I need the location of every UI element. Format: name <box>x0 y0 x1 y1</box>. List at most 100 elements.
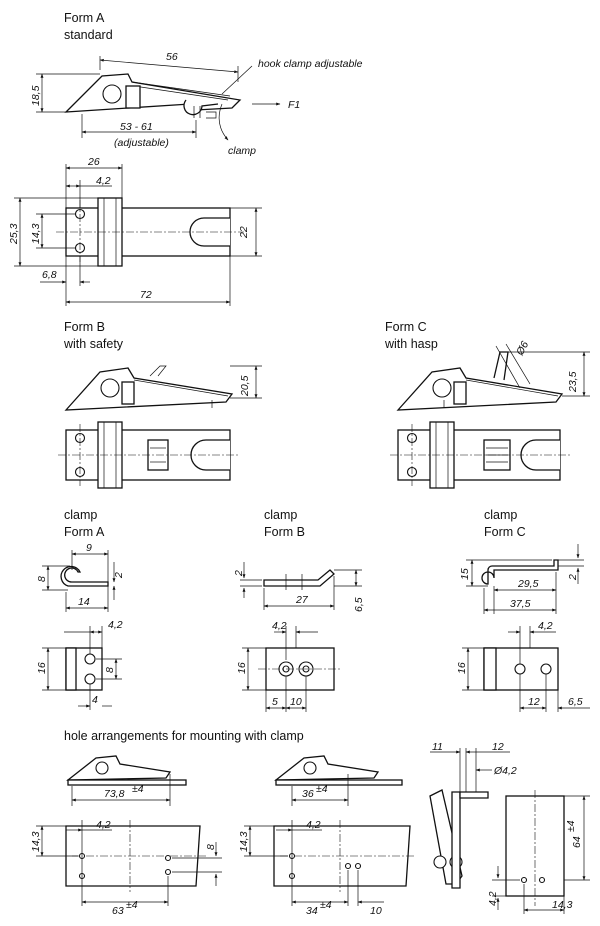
clamp-b-top: 4,2 16 5 10 <box>236 620 342 712</box>
dim-m2-34-tol: ±4 <box>320 899 332 911</box>
dim-a-56-label: 56 <box>166 51 178 63</box>
dim-c-d6-label: Ø6 <box>514 339 532 358</box>
form-a-top-view <box>56 197 244 267</box>
mount-3-plate: 64 ±4 4,2 14,3 <box>487 790 590 914</box>
dim-a-22: 22 <box>238 226 250 239</box>
clamp-c-top: 4,2 16 12 6,5 <box>456 620 590 712</box>
dim-cc-65: 6,5 <box>568 696 583 708</box>
dim-m2-42: 4,2 <box>306 819 321 831</box>
dim-m1-63-tol: ±4 <box>126 899 138 911</box>
dim-cb-42: 4,2 <box>272 620 287 632</box>
dim-m3-64-tol: ±4 <box>565 820 577 832</box>
hook-clamp-label: hook clamp adjustable <box>258 58 363 70</box>
dim-cc-295: 29,5 <box>517 578 539 590</box>
dim-cb-27: 27 <box>295 594 309 606</box>
dim-ca-4: 4 <box>92 694 98 706</box>
form-c-group: Form C with hasp Ø6 23,5 <box>384 320 590 489</box>
dim-ca-8: 8 <box>36 576 48 582</box>
clamp-a-title: clamp <box>64 508 97 522</box>
form-a-title: Form A <box>64 11 105 25</box>
dim-b-205: 20,5 <box>230 365 262 399</box>
clamp-c-subtitle: Form C <box>484 525 526 539</box>
dim-m3-12: 12 <box>492 741 504 753</box>
dim-m2-36-tol: ±4 <box>316 783 328 795</box>
dim-ca-14: 14 <box>78 596 90 608</box>
dim-a-253: 25,3 <box>8 223 20 245</box>
form-a-subtitle: standard <box>64 28 113 42</box>
clamp-a-top: 4,2 16 8 4 <box>36 619 123 710</box>
form-c-title: Form C <box>385 320 427 334</box>
dim-m2-10: 10 <box>370 905 382 917</box>
mount-2-plate: 14,3 4,2 34 ±4 10 <box>238 819 416 917</box>
mounting-group: hole arrangements for mounting with clam… <box>30 729 590 917</box>
dim-m3-d: Ø4,2 <box>493 765 517 777</box>
dim-m1-42: 4,2 <box>96 819 111 831</box>
dim-cc-16: 16 <box>456 662 468 674</box>
force-label: F1 <box>288 99 300 111</box>
dim-cb-65: 6,5 <box>353 597 365 612</box>
form-c-top-view <box>390 421 570 489</box>
dim-cc-375: 37,5 <box>510 598 531 610</box>
dim-m2-34: 34 <box>306 905 318 917</box>
adjustable-label: (adjustable) <box>114 137 169 149</box>
form-c-side-view <box>396 351 564 411</box>
dim-a-185-label: 18,5 <box>30 85 42 106</box>
clamp-a-group: clamp Form A 9 8 2 14 <box>36 508 125 710</box>
dim-ca-2: 2 <box>113 572 125 579</box>
dim-a-adjustable: 53 - 61 (adjustable) <box>81 114 197 149</box>
dim-cc-42: 4,2 <box>538 620 553 632</box>
clamp-c-side: 15 2 29,5 37,5 <box>459 544 584 614</box>
dim-cb-10: 10 <box>290 696 302 708</box>
dim-ca-42: 4,2 <box>108 619 123 631</box>
dim-ca-16: 16 <box>36 662 48 674</box>
form-a-side-view <box>64 73 242 141</box>
dim-m1-738-tol: ±4 <box>132 783 144 795</box>
clamp-c-title: clamp <box>484 508 517 522</box>
dim-m2-36: 36 <box>302 788 314 800</box>
clamp-b-side: 2 27 6,5 <box>233 562 365 612</box>
dim-a-adj-label: 53 - 61 <box>120 121 153 133</box>
clamp-a-side: 9 8 2 14 <box>36 542 125 612</box>
form-b-title: Form B <box>64 320 105 334</box>
dim-cc-15: 15 <box>459 568 471 580</box>
clamp-c-group: clamp Form C 15 2 29,5 37,5 <box>456 508 590 712</box>
dim-cb-2: 2 <box>233 570 245 577</box>
dim-cb-5: 5 <box>272 696 278 708</box>
form-a-top-dims: 26 4,2 25,3 14,3 22 6,8 72 <box>8 156 262 306</box>
mount-3-side: 11 12 Ø4,2 <box>429 741 517 889</box>
dim-m3-11: 11 <box>432 741 443 753</box>
dim-a-68: 6,8 <box>42 269 57 281</box>
dim-m1-8: 8 <box>205 844 217 850</box>
clamp-b-subtitle: Form B <box>264 525 305 539</box>
dim-ca-8b: 8 <box>104 667 116 673</box>
dim-a-185: 18,5 <box>30 73 100 113</box>
clamp-label: clamp <box>228 145 256 157</box>
clamp-a-subtitle: Form A <box>64 525 105 539</box>
form-b-side-view <box>64 365 234 411</box>
dim-m2-143: 14,3 <box>238 831 250 852</box>
form-c-subtitle: with hasp <box>384 337 438 351</box>
form-a-group: Form A standard 56 18,5 <box>8 11 363 306</box>
dim-m1-63: 63 <box>112 905 124 917</box>
dim-ca-9: 9 <box>86 542 92 554</box>
mount-1-plate: 14,3 4,2 8 63 ±4 <box>30 819 222 917</box>
mount-2-side: 36 ±4 <box>274 755 403 806</box>
dim-b-205-label: 20,5 <box>239 375 251 397</box>
dim-a-26: 26 <box>87 156 100 168</box>
dim-cb-16: 16 <box>236 662 248 674</box>
dim-c-235: 23,5 <box>508 351 590 397</box>
dim-a-72: 72 <box>140 289 152 301</box>
clamp-b-title: clamp <box>264 508 297 522</box>
dim-m1-143: 14,3 <box>30 831 42 852</box>
mounting-title: hole arrangements for mounting with clam… <box>64 729 304 743</box>
dim-a-42: 4,2 <box>96 175 111 187</box>
form-b-subtitle: with safety <box>63 337 124 351</box>
dim-m3-143: 14,3 <box>552 899 573 911</box>
dim-cc-2: 2 <box>567 574 579 581</box>
dim-cc-12: 12 <box>528 696 540 708</box>
clamp-b-group: clamp Form B 2 27 6,5 <box>233 508 365 712</box>
dim-m3-64: 64 <box>571 836 583 848</box>
form-b-group: Form B with safety 20,5 <box>58 320 262 489</box>
mount-1-side: 73,8 ±4 <box>66 755 187 806</box>
